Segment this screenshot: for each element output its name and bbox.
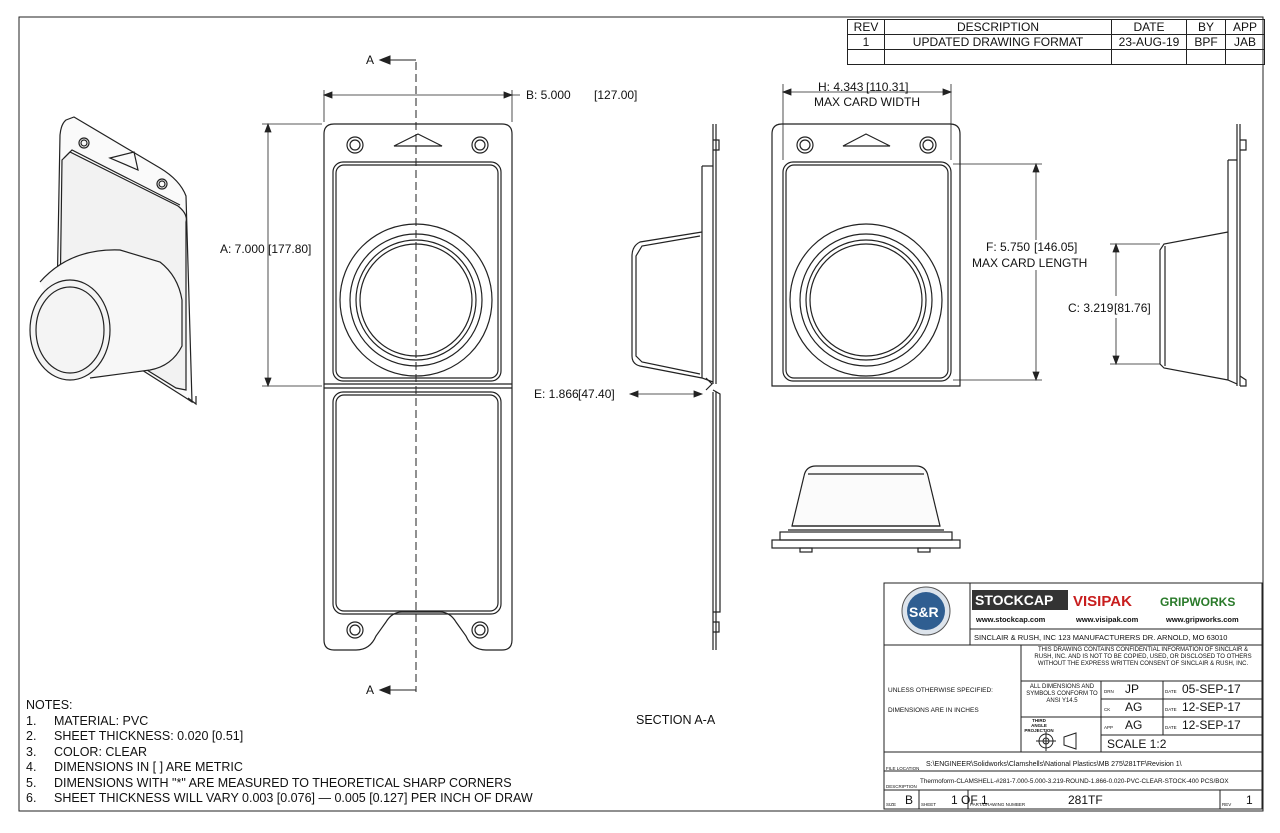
chk-date: 12-SEP-17 <box>1182 700 1241 714</box>
sheet-label: SHEET <box>921 802 936 807</box>
sheet-border <box>18 16 1264 812</box>
by-header: BY <box>1186 19 1226 35</box>
dim-c-metric: [81.76] <box>1114 301 1151 315</box>
note-item: 2.SHEET THICKNESS: 0.020 [0.51] <box>26 729 244 743</box>
rev-value: 1 <box>1246 793 1253 807</box>
app-header: APP <box>1225 19 1265 35</box>
size-value: B <box>905 793 913 807</box>
dim-h-caption: MAX CARD WIDTH <box>814 95 920 109</box>
app-date-label: DATE <box>1165 725 1177 730</box>
description-cell: UPDATED DRAWING FORMAT <box>884 34 1112 50</box>
by-cell: BPF <box>1186 34 1226 50</box>
app-date: 12-SEP-17 <box>1182 718 1241 732</box>
note-item: 4.DIMENSIONS IN [ ] ARE METRIC <box>26 760 243 774</box>
rev-label: REV <box>1222 802 1231 807</box>
description: Thermoform-CLAMSHELL-#281-7.000-5.000-3.… <box>920 778 1229 785</box>
confidential-note: THIS DRAWING CONTAINS CONFIDENTIAL INFOR… <box>1034 647 1252 667</box>
dwg-number: 281TF <box>1068 793 1103 807</box>
note-item: 5.DIMENSIONS WITH "*" ARE MEASURED TO TH… <box>26 775 512 790</box>
brand-gripworks: GRIPWORKS <box>1160 595 1235 609</box>
url-gripworks: www.gripworks.com <box>1165 615 1239 624</box>
dim-a-lines <box>262 122 322 388</box>
sr-logo <box>901 586 951 636</box>
sheet-value: 1 OF 1 <box>951 793 988 807</box>
chk-by: AG <box>1125 700 1142 714</box>
scale-text: SCALE 1:2 <box>1107 737 1167 751</box>
description-header: DESCRIPTION <box>884 19 1112 35</box>
brand-visipak: VISIPAK <box>1073 593 1132 610</box>
right-side-view <box>1159 124 1247 387</box>
dim-e-metric: [47.40] <box>578 387 615 401</box>
file-location-label: FILE LOCATION <box>886 766 919 771</box>
dim-b-lines <box>322 90 520 122</box>
sr-logo-text: S&R <box>909 604 939 620</box>
note-item: 3.COLOR: CLEAR <box>26 744 148 759</box>
drn-by: JP <box>1125 682 1139 696</box>
dim-e-label: E: 1.866 <box>534 387 579 401</box>
url-visipak: www.visipak.com <box>1075 615 1139 624</box>
dim-b-metric: [127.00] <box>594 88 637 102</box>
third-angle-projection-icon <box>1036 731 1077 751</box>
stockcap-badge <box>972 590 1068 610</box>
dim-b-label: B: 5.000 <box>526 88 571 102</box>
section-line-a-a <box>378 55 417 695</box>
projection-label: THIRD ANGLE PROJECTION <box>1024 718 1054 733</box>
size-label: SIZE <box>886 802 896 807</box>
drn-date: 05-SEP-17 <box>1182 682 1241 696</box>
note-item: 1.MATERIAL: PVC <box>26 713 149 728</box>
url-stockcap: www.stockcap.com <box>975 615 1046 624</box>
dwg-label: PART/DRAWING NUMBER <box>970 802 1026 807</box>
app-by: AG <box>1125 718 1142 732</box>
dim-f-lines <box>953 162 1042 382</box>
notes-title: NOTES: <box>26 698 73 712</box>
dim-c-label: C: 3.219 <box>1068 301 1114 315</box>
notes-block: NOTES: 1.MATERIAL: PVC 2.SHEET THICKNESS… <box>26 698 533 807</box>
section-marker-top: A <box>366 53 374 67</box>
bottom-side-view <box>771 465 961 553</box>
isometric-view <box>29 116 197 406</box>
date-header: DATE <box>1111 19 1187 35</box>
revision-row: 1 UPDATED DRAWING FORMAT 23-AUG-19 BPF J… <box>847 34 1265 50</box>
drn-date-label: DATE <box>1165 689 1177 694</box>
brand-stockcap: STOCKCAP <box>975 592 1053 608</box>
drn-label: DRN <box>1104 689 1114 694</box>
section-caption: SECTION A-A <box>636 713 716 727</box>
date-cell: 23-AUG-19 <box>1111 34 1187 50</box>
title-block-grid <box>883 582 1263 810</box>
section-view <box>631 124 721 650</box>
right-front-view <box>771 123 961 387</box>
dim-h-lines <box>781 84 953 160</box>
dim-h-metric: [110.31] <box>866 80 909 94</box>
note-item: 6.SHEET THICKNESS WILL VARY 0.003 [0.076… <box>26 791 533 805</box>
company-line: SINCLAIR & RUSH, INC 123 MANUFACTURERS D… <box>974 633 1227 642</box>
dim-f-label: F: 5.750 <box>986 240 1030 254</box>
revision-header-row: REV DESCRIPTION DATE BY APP <box>847 19 1265 35</box>
revision-empty-row <box>847 49 1265 65</box>
rev-cell: 1 <box>847 34 885 50</box>
dim-e-lines <box>628 390 704 398</box>
dim-a-metric: [177.80] <box>268 242 311 256</box>
dim-f-metric: [146.05] <box>1034 240 1077 254</box>
file-location: S:\ENGINEER\Solidworks\Clamshells\Nation… <box>926 761 1182 768</box>
unless-specified: UNLESS OTHERWISE SPECIFIED: <box>888 687 993 694</box>
dim-h-label: H: 4.343 <box>818 80 864 94</box>
section-marker-bottom: A <box>366 683 374 697</box>
ansi-conform-note: ALL DIMENSIONS AND SYMBOLS CONFORM TO AN… <box>1026 684 1098 704</box>
dims-in-inches: DIMENSIONS ARE IN INCHES <box>888 707 979 714</box>
dim-c-lines <box>1110 242 1160 366</box>
front-view <box>323 123 513 651</box>
chk-label: CK <box>1104 707 1110 712</box>
description-label: DESCRIPTION <box>886 784 917 789</box>
chk-date-label: DATE <box>1165 707 1177 712</box>
dim-a-label: A: 7.000 <box>220 242 265 256</box>
rev-header: REV <box>847 19 885 35</box>
revision-table: REV DESCRIPTION DATE BY APP 1 UPDATED DR… <box>847 19 1265 65</box>
app-cell: JAB <box>1225 34 1265 50</box>
app-label: APP <box>1104 725 1113 730</box>
dim-f-caption: MAX CARD LENGTH <box>972 256 1087 270</box>
